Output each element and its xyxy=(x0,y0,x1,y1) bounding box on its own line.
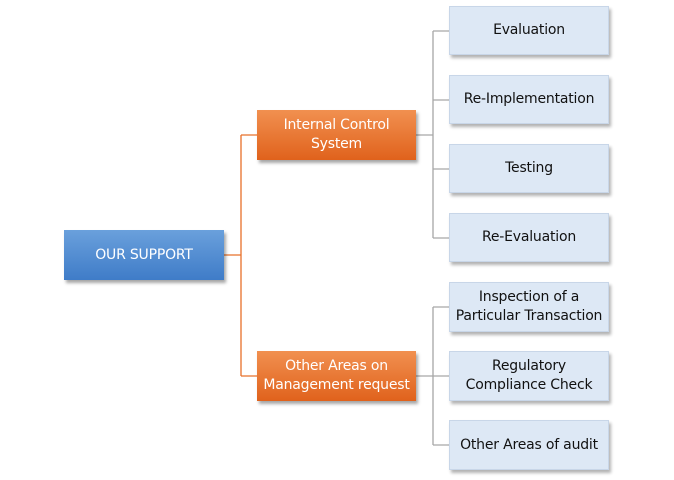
ics-connector xyxy=(416,30,449,239)
root-connector xyxy=(224,134,257,377)
branch-label-line1: Internal Control xyxy=(283,117,390,133)
root-label: OUR SUPPORT xyxy=(95,246,193,263)
leaf-label-line1: Inspection of a xyxy=(478,289,580,305)
branch-label-line2: System xyxy=(310,136,362,152)
leaf-label: Re-Implementation xyxy=(463,91,595,107)
leaf-node-testing: Testing xyxy=(449,144,609,193)
leaf-node-evaluation: Evaluation xyxy=(449,6,609,55)
leaf-node-inspection: Inspection of a Particular Transaction xyxy=(449,282,609,332)
leaf-node-re-implementation: Re-Implementation xyxy=(449,75,609,124)
leaf-label-line2: Compliance Check xyxy=(465,377,593,393)
leaf-node-regulatory-compliance: Regulatory Compliance Check xyxy=(449,351,609,401)
oa-connector xyxy=(416,306,449,446)
leaf-node-re-evaluation: Re-Evaluation xyxy=(449,213,609,262)
leaf-label-line2: Particular Transaction xyxy=(455,308,603,324)
branch-label-line1: Other Areas on xyxy=(285,358,388,374)
branch-label-line2: Management request xyxy=(263,377,410,393)
leaf-label: Evaluation xyxy=(493,22,565,38)
leaf-label-line1: Regulatory xyxy=(491,358,567,374)
leaf-label: Re-Evaluation xyxy=(481,229,577,245)
branch-node-internal-control-system: Internal Control System xyxy=(257,110,416,160)
leaf-label: Other Areas of audit xyxy=(460,436,598,453)
branch-node-other-areas: Other Areas on Management request xyxy=(257,351,416,401)
leaf-label: Testing xyxy=(505,160,553,176)
leaf-node-other-areas-of-audit: Other Areas of audit xyxy=(449,420,609,470)
root-node-our-support: OUR SUPPORT xyxy=(64,230,224,280)
